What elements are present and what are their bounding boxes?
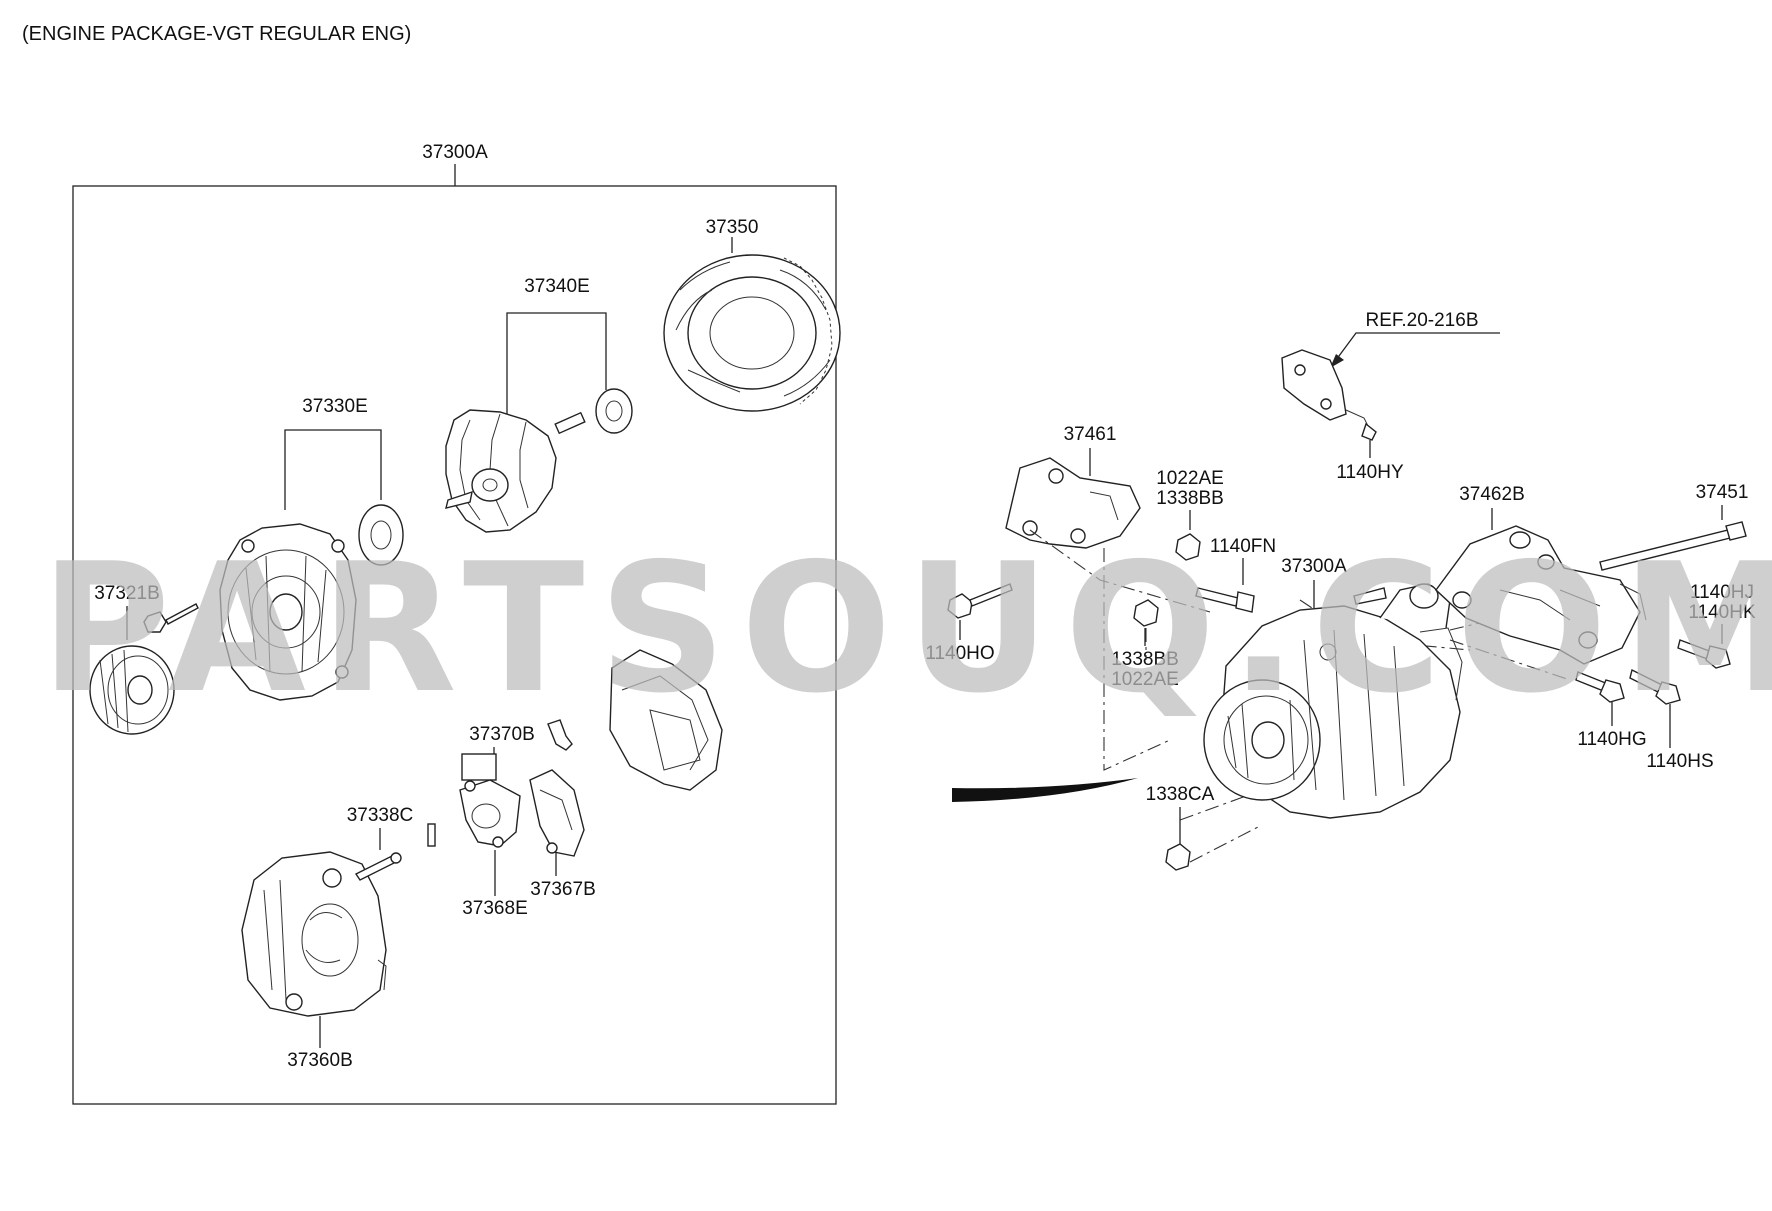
label-1140HO[interactable]: 1140HO (925, 643, 994, 664)
part-37340E-rotor[interactable] (445, 388, 633, 533)
part-nut-bolt-37321B[interactable] (143, 603, 199, 633)
part-1140HO-bolt[interactable] (947, 583, 1013, 619)
part-ref-bracket[interactable] (1281, 349, 1377, 441)
label-1140HK[interactable]: 1140HK (1688, 602, 1756, 623)
direction-arrow (952, 778, 1138, 802)
part-37300A-alternator[interactable] (1203, 583, 1463, 819)
label-37370B[interactable]: 37370B (469, 724, 535, 745)
exploded-view-box: 37300A (72, 142, 837, 1105)
part-37338C-bolt[interactable] (354, 823, 436, 881)
label-1338CA[interactable]: 1338CA (1146, 784, 1215, 805)
diagram-title: (ENGINE PACKAGE-VGT REGULAR ENG) (22, 23, 411, 45)
label-37368E[interactable]: 37368E (462, 898, 528, 919)
label-1140HS[interactable]: 1140HS (1646, 751, 1713, 772)
label-1338BB-upper[interactable]: 1338BB (1156, 488, 1224, 509)
label-1140HY[interactable]: 1140HY (1336, 462, 1404, 483)
part-37451-bolt[interactable] (1599, 521, 1747, 571)
part-1140FN-bolt[interactable] (1195, 587, 1255, 613)
label-1140FN[interactable]: 1140FN (1210, 536, 1276, 557)
part-1140HS-bolt[interactable] (1629, 668, 1681, 705)
label-37367B[interactable]: 37367B (530, 879, 596, 900)
label-1022AE-lower[interactable]: 1022AE (1111, 669, 1179, 690)
part-37367B-brush-holder[interactable] (529, 719, 585, 857)
part-rear-cover[interactable] (609, 649, 723, 791)
label-1338BB-lower[interactable]: 1338BB (1111, 649, 1179, 670)
part-37370B-regulator[interactable] (459, 753, 521, 848)
part-37330E-front-housing[interactable] (219, 504, 404, 701)
part-37350-stator[interactable] (663, 254, 841, 412)
label-37340E[interactable]: 37340E (524, 276, 590, 297)
label-37461[interactable]: 37461 (1064, 424, 1117, 445)
label-ref-20-216B[interactable]: REF.20-216B (1365, 310, 1478, 331)
label-37338C[interactable]: 37338C (347, 805, 414, 826)
label-37451[interactable]: 37451 (1696, 482, 1749, 503)
part-37360B-rear-housing[interactable] (241, 851, 387, 1017)
label-37330E[interactable]: 37330E (302, 396, 368, 417)
part-37462B-bracket[interactable] (1435, 525, 1647, 665)
label-1140HJ[interactable]: 1140HJ (1690, 582, 1754, 603)
part-37321B-pulley[interactable] (89, 645, 175, 735)
part-1140HJ-bolt[interactable] (1677, 639, 1731, 669)
part-nut-lower[interactable] (1133, 599, 1159, 627)
label-1022AE-upper[interactable]: 1022AE (1156, 468, 1224, 489)
part-1338CA-nut[interactable] (1165, 843, 1191, 871)
label-37300A-assembly[interactable]: 37300A (1281, 556, 1347, 577)
label-37360B[interactable]: 37360B (287, 1050, 353, 1071)
part-37461-bracket[interactable] (1005, 457, 1141, 549)
part-nut-upper[interactable] (1175, 533, 1201, 561)
label-37350[interactable]: 37350 (706, 217, 759, 238)
label-1140HG[interactable]: 1140HG (1577, 729, 1646, 750)
label-37462B[interactable]: 37462B (1459, 484, 1525, 505)
part-1140HG-bolt[interactable] (1575, 671, 1625, 703)
label-37321B[interactable]: 37321B (94, 583, 160, 604)
label-37300A-box[interactable]: 37300A (422, 142, 488, 163)
watermark-text: PARTSOUQ.COM (40, 525, 1772, 732)
